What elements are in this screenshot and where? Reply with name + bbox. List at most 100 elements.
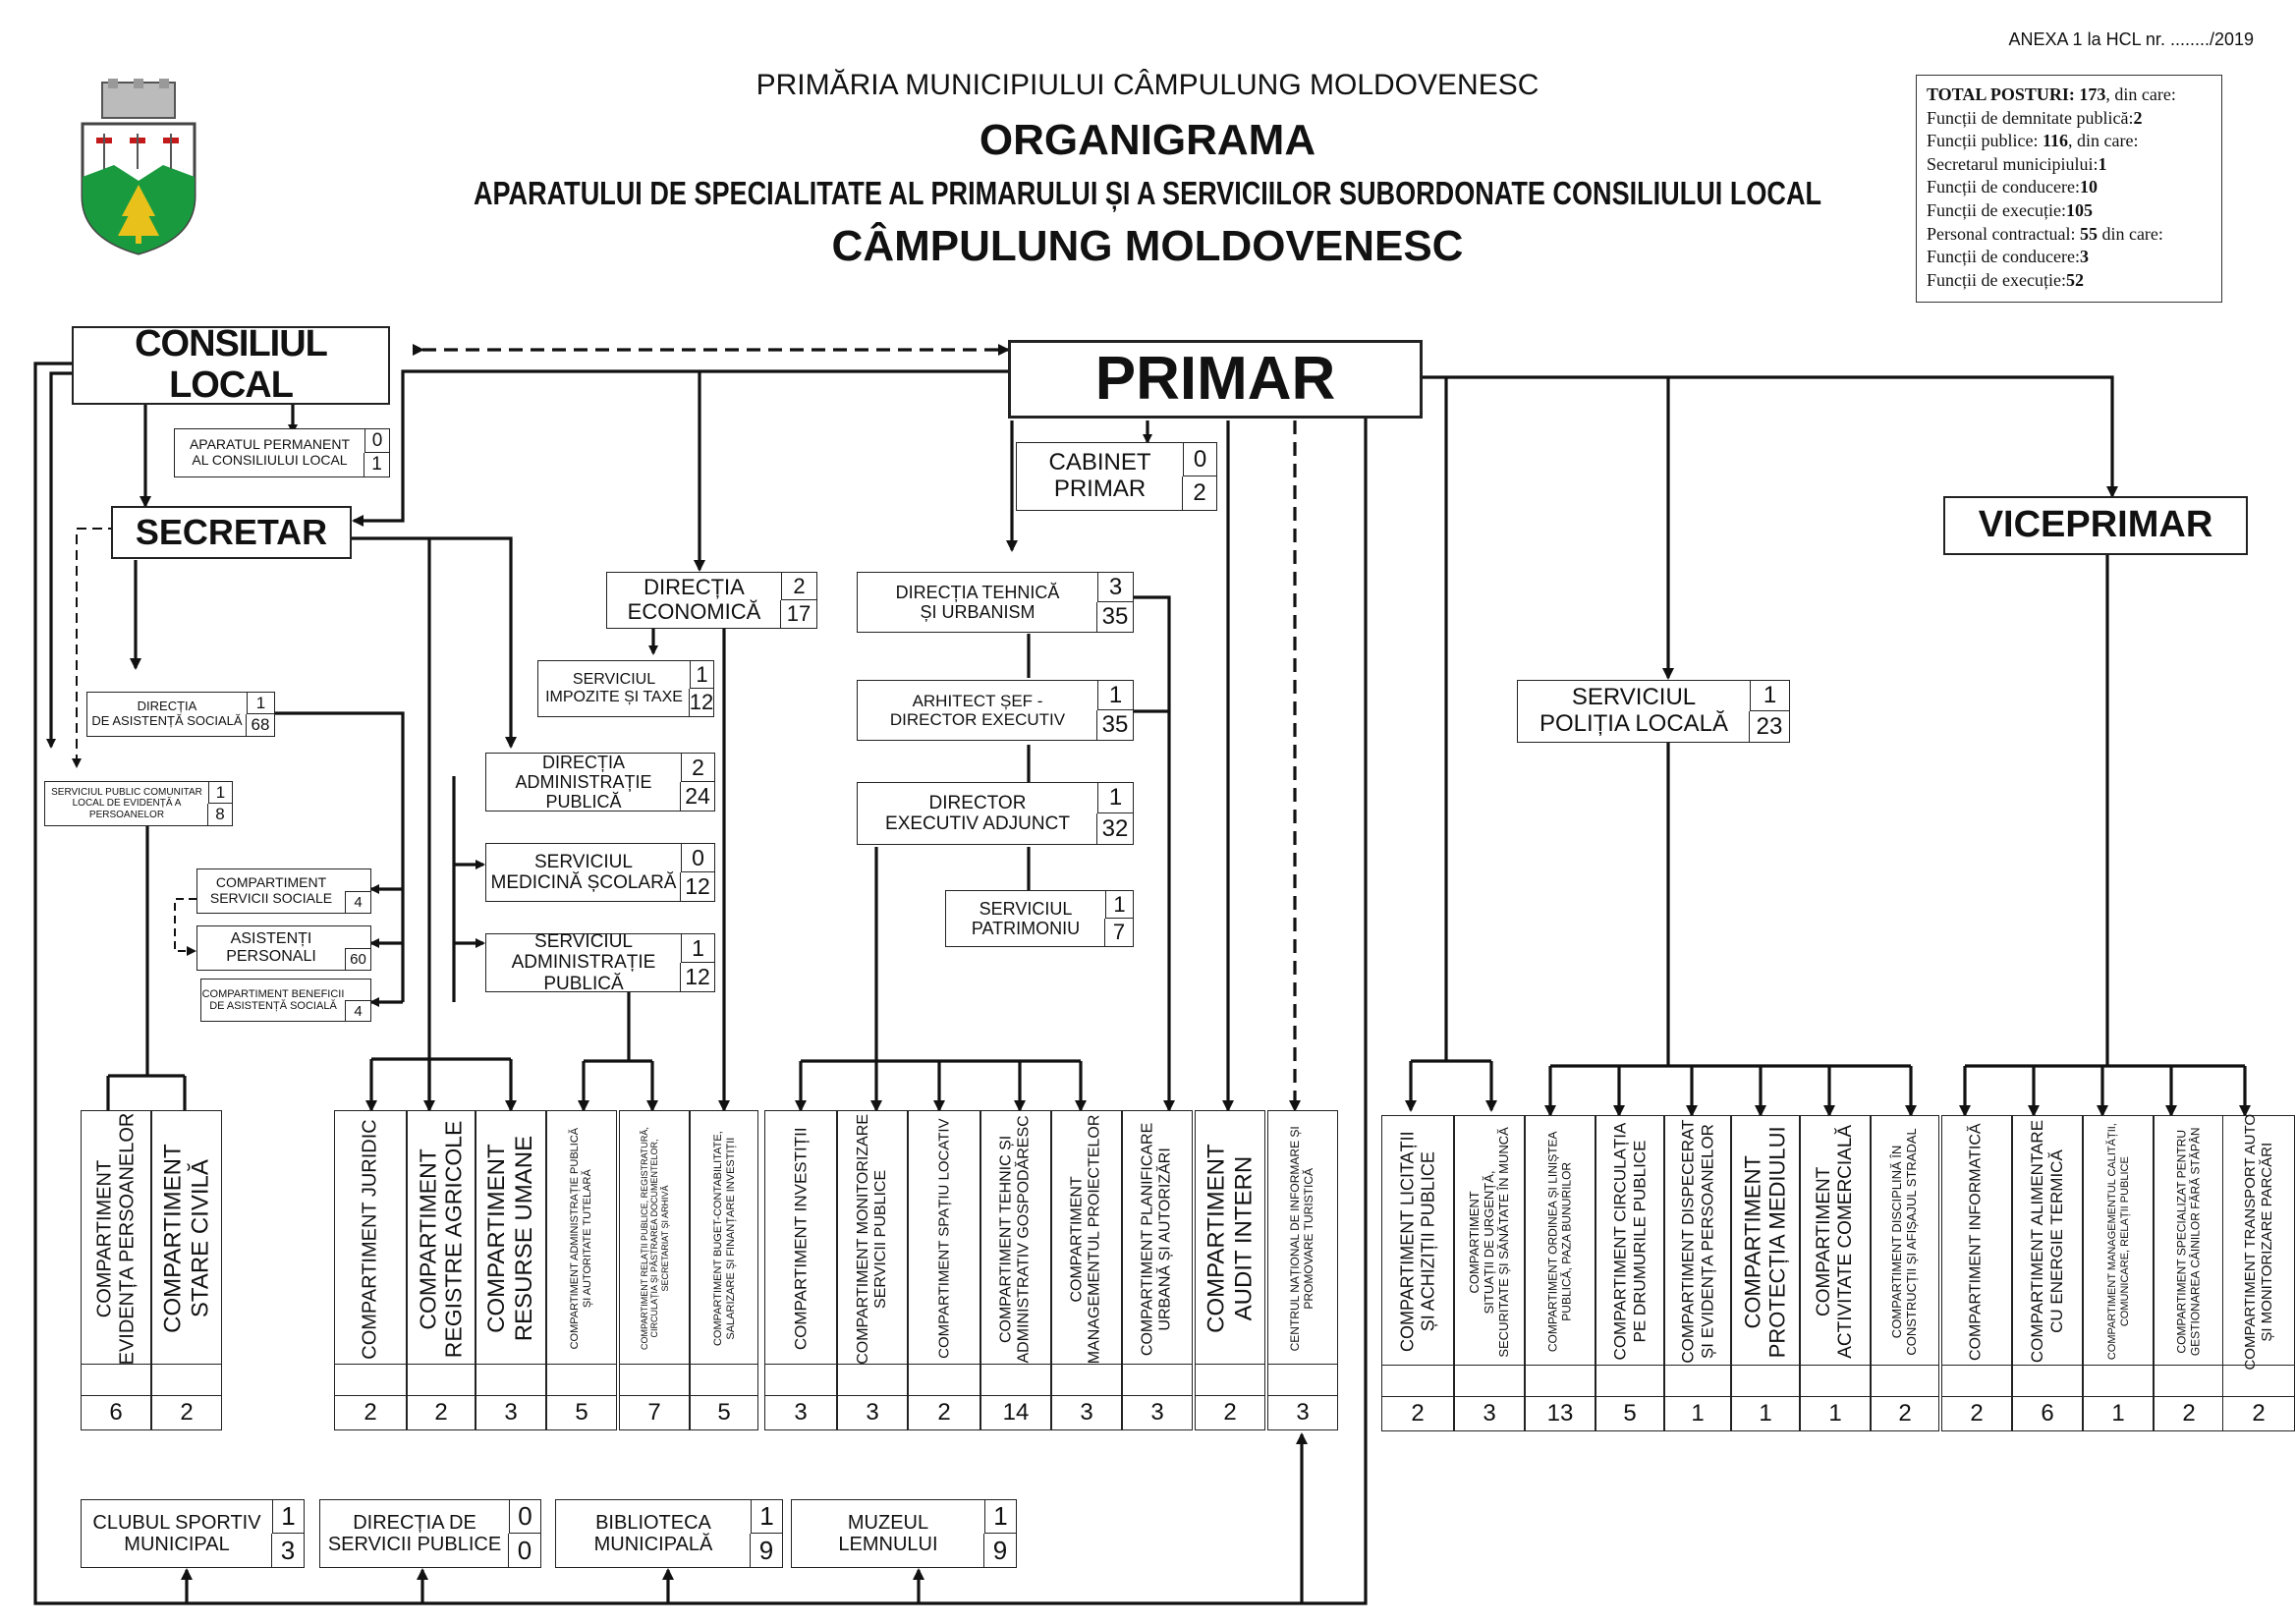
compartment-box: COMPARTIMENT ALIMENTARE CU ENERGIE TERMI… bbox=[2012, 1115, 2083, 1431]
unit-management-count: 1 bbox=[690, 661, 713, 689]
unit-count: 4 bbox=[345, 1000, 370, 1021]
subordinate-unit-line1: DIRECȚIA DE bbox=[353, 1511, 476, 1534]
subordinate-unit-execution-count: 9 bbox=[983, 1534, 1016, 1567]
unit-count: 60 bbox=[345, 948, 370, 970]
unit-management-count: 1 bbox=[1097, 783, 1133, 813]
compartment-spacer bbox=[476, 1364, 545, 1396]
unit-label-line2: PRIMAR bbox=[1053, 476, 1147, 502]
compartment-box: COMPARTIMENT RELAȚII PUBLICE, REGISTRATU… bbox=[619, 1110, 690, 1430]
compartment-spacer bbox=[691, 1364, 757, 1396]
compartment-box: COMPARTIMENT SITUAȚII DE URGENȚĂ, SECURI… bbox=[1454, 1115, 1525, 1431]
compartment-count: 1 bbox=[1801, 1396, 1870, 1430]
header-city: CÂMPULUNG MOLDOVENESC bbox=[831, 222, 1464, 270]
unit-label-line2: DIRECTOR EXECUTIV bbox=[889, 710, 1066, 729]
compartment-count: 5 bbox=[691, 1395, 757, 1429]
unit-label-line1: SERVICIUL bbox=[572, 671, 656, 689]
unit-management-count: 1 bbox=[1750, 681, 1789, 711]
compartment-count: 2 bbox=[408, 1395, 475, 1429]
compartment-count: 6 bbox=[2013, 1396, 2082, 1430]
compartment-spacer bbox=[82, 1364, 150, 1396]
unit-label-line2: LOCAL DE EVIDENȚĂ A PERSOANELOR bbox=[72, 798, 182, 820]
unit-label-line1: SERVICIUL bbox=[1571, 684, 1697, 711]
compartment-box: COMPARTIMENT DISPECERAT ȘI EVIDENȚA PERS… bbox=[1664, 1115, 1731, 1431]
compartment-spacer bbox=[2155, 1365, 2223, 1397]
unit-label-line2: DE ASISTENȚĂ SOCIALĂ bbox=[209, 1000, 337, 1012]
unit-execution-count: 12 bbox=[689, 689, 714, 716]
compartment-count: 2 bbox=[909, 1395, 980, 1429]
compartment-label: COMPARTIMENT REGISTRE AGRICOLE bbox=[415, 1120, 467, 1358]
unit-execution-count: 35 bbox=[1096, 602, 1133, 632]
header-institution: PRIMĂRIA MUNICIPIULUI CÂMPULUNG MOLDOVEN… bbox=[756, 69, 1539, 101]
subordinate-unit-management-count: 1 bbox=[751, 1500, 782, 1534]
compartment-count: 3 bbox=[838, 1395, 907, 1429]
compartment-count: 6 bbox=[82, 1395, 150, 1429]
compartment-label: COMPARTIMENT RELAȚII PUBLICE, REGISTRATU… bbox=[639, 1127, 670, 1351]
annex-label: ANEXA 1 la HCL nr. ......../2019 bbox=[2008, 29, 2254, 49]
unit-label-line1: SERVICIUL bbox=[534, 851, 633, 872]
compartment-label: COMPARTIMENT PLANIFICARE URBANĂ ȘI AUTOR… bbox=[1139, 1122, 1174, 1356]
compartment-count: 2 bbox=[1872, 1396, 1938, 1430]
compartment-label: COMPARTIMENT TEHNIC ȘI ADMINISTRATIV GOS… bbox=[997, 1114, 1033, 1364]
primar-box: PRIMAR bbox=[1008, 340, 1423, 419]
compartment-box: COMPARTIMENT SPECIALIZAT PENTRU GESTIONA… bbox=[2154, 1115, 2224, 1431]
unit-management-count: 0 bbox=[681, 844, 714, 872]
unit-management-count: 1 bbox=[1097, 681, 1133, 710]
compartment-count: 2 bbox=[2155, 1396, 2223, 1430]
compartment-count: 3 bbox=[1455, 1396, 1524, 1430]
subordinate-unit-line2: SERVICII PUBLICE bbox=[327, 1534, 502, 1555]
compartment-label: COMPARTIMENT STARE CIVILĂ bbox=[159, 1144, 214, 1334]
subordinate-unit-management-count: 0 bbox=[509, 1500, 540, 1534]
unit-execution-count: 23 bbox=[1749, 711, 1789, 742]
compartment-count: 2 bbox=[335, 1395, 406, 1429]
unit-management-count: 3 bbox=[1097, 573, 1133, 602]
unit-label-text: ARHITECT ȘEF -DIRECTOR EXECUTIV bbox=[890, 692, 1065, 729]
unit-label-line1: COMPARTIMENT BENEFICII bbox=[201, 987, 345, 1000]
compartment-spacer bbox=[1526, 1365, 1595, 1397]
compartment-box: COMPARTIMENT ACTIVITATE COMERCIALĂ 1 bbox=[1800, 1115, 1871, 1431]
compartment-label: COMPARTIMENT CIRCULAȚIA PE DRUMURILE PUB… bbox=[1610, 1123, 1649, 1361]
unit-label-line1: ASISTENȚI bbox=[230, 930, 312, 948]
unit-label-line1: DIRECTOR bbox=[928, 792, 1027, 813]
compartment-label: COMPARTIMENT DISPECERAT ȘI EVIDENȚA PERS… bbox=[1678, 1119, 1717, 1365]
compartment-count: 2 bbox=[1382, 1396, 1453, 1430]
compartment-label: COMPARTIMENT ALIMENTARE CU ENERGIE TERMI… bbox=[2028, 1120, 2067, 1364]
unit-management-count: 2 bbox=[681, 754, 714, 782]
unit-label-line2: MEDICINĂ ȘCOLARĂ bbox=[490, 872, 677, 893]
compartment-label: COMPARTIMENT MANAGEMENTUL CALITĂȚII, COM… bbox=[2105, 1123, 2131, 1361]
compartment-spacer bbox=[1872, 1365, 1938, 1397]
unit-label-line2: AL CONSILIULUI LOCAL bbox=[192, 452, 348, 468]
unit-management-count: 1 bbox=[208, 782, 232, 804]
unit-label-line2: IMPOZITE ȘI TAXE bbox=[545, 689, 683, 705]
unit-label-line2: DE ASISTENȚĂ SOCIALĂ bbox=[91, 713, 243, 728]
compartment-label: COMPARTIMENT RESURSE UMANE bbox=[483, 1136, 537, 1342]
compartment-count: 1 bbox=[1732, 1396, 1799, 1430]
compartment-label: COMPARTIMENT ACTIVITATE COMERCIALĂ bbox=[1814, 1125, 1857, 1359]
subordinate-unit-management-count: 1 bbox=[984, 1500, 1016, 1534]
posts-summary: TOTAL POSTURI: 173, din care: Funcții de… bbox=[1916, 75, 2222, 303]
compartment-count: 3 bbox=[1268, 1395, 1337, 1429]
unit-label-line1: APARATUL PERMANENT bbox=[189, 436, 351, 453]
compartment-spacer bbox=[408, 1364, 475, 1396]
